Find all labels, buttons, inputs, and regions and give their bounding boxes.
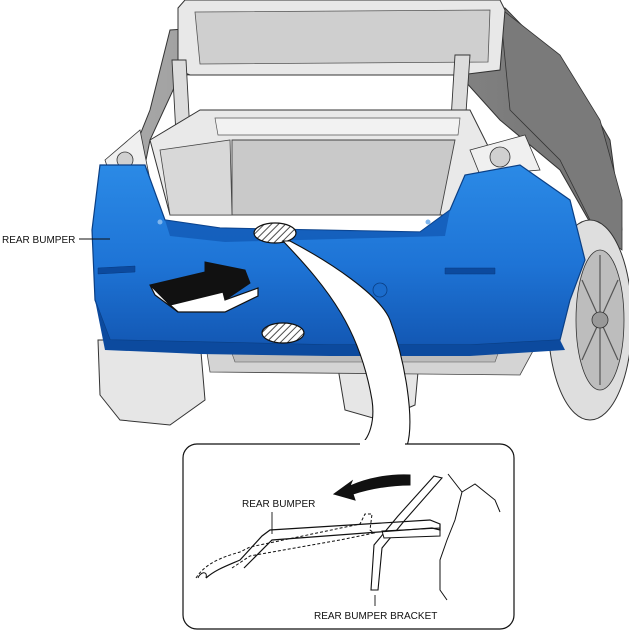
arrow-pull-icon — [149, 261, 259, 313]
hatched-ellipse-icon — [261, 322, 305, 344]
main-part-label: REAR BUMPER — [2, 235, 75, 246]
cargo-area — [149, 109, 491, 216]
detail-callout: REAR BUMPER REAR BUMPER BRACKET — [182, 440, 515, 630]
detail-bumper-label: REAR BUMPER — [242, 499, 315, 510]
bracket-label: REAR BUMPER BRACKET — [314, 611, 437, 622]
hatched-ellipse-icon — [253, 222, 297, 244]
curved-arrow-icon — [332, 474, 411, 501]
